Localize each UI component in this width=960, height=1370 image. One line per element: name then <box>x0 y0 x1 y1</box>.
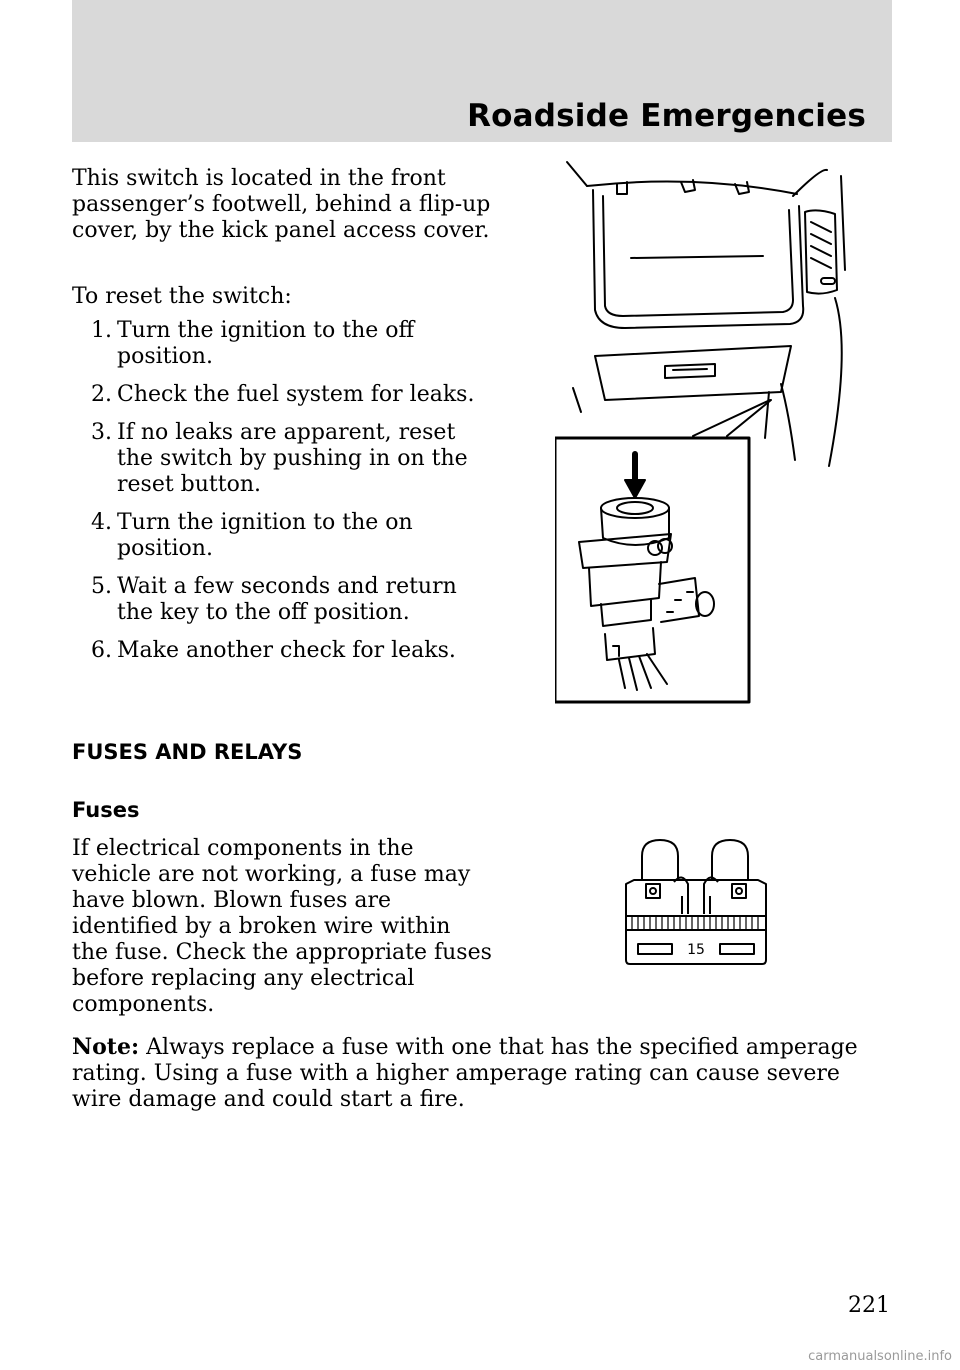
reset-step-3: 3.If no leaks are apparent, reset the sw… <box>72 420 492 498</box>
note-text: Always replace a fuse with one that has … <box>72 1035 858 1112</box>
step-number: 2. <box>91 382 112 407</box>
step-text: If no leaks are apparent, reset the swit… <box>117 420 468 497</box>
reset-steps-list: 1.Turn the ignition to the off position.… <box>72 318 492 676</box>
step-number: 4. <box>91 510 112 535</box>
page-number: 221 <box>848 1293 890 1318</box>
step-text: Turn the ignition to the on position. <box>117 510 413 561</box>
step-number: 6. <box>91 638 112 663</box>
step-number: 5. <box>91 574 112 599</box>
switch-location-paragraph: This switch is located in the front pass… <box>72 166 491 243</box>
note-label: Note: <box>72 1034 140 1060</box>
step-text: Make another check for leaks. <box>117 638 456 663</box>
inertia-switch-illustration <box>555 161 846 704</box>
fuses-paragraph: If electrical components in the vehicle … <box>72 836 492 1017</box>
step-text: Turn the ignition to the off position. <box>117 318 415 369</box>
section-title: Roadside Emergencies <box>467 98 866 134</box>
reset-step-1: 1.Turn the ignition to the off position. <box>72 318 492 370</box>
header-band <box>72 0 892 142</box>
reset-intro: To reset the switch: <box>72 284 292 309</box>
reset-step-5: 5.Wait a few seconds and return the key … <box>72 574 492 626</box>
note-paragraph: Note: Always replace a fuse with one tha… <box>72 1034 892 1113</box>
step-number: 1. <box>91 318 112 343</box>
heading-fuses-and-relays: FUSES AND RELAYS <box>72 740 303 764</box>
reset-step-4: 4.Turn the ignition to the on position. <box>72 510 492 562</box>
heading-fuses: Fuses <box>72 798 140 822</box>
step-number: 3. <box>91 420 112 445</box>
reset-step-6: 6.Make another check for leaks. <box>72 638 492 664</box>
step-text: Check the fuel system for leaks. <box>117 382 475 407</box>
fuse-illustration: 15 <box>625 839 767 965</box>
step-text: Wait a few seconds and return the key to… <box>117 574 457 625</box>
fuse-rating-label: 15 <box>687 942 705 958</box>
watermark: carmanualsonline.info <box>808 1349 952 1364</box>
reset-step-2: 2.Check the fuel system for leaks. <box>72 382 492 408</box>
